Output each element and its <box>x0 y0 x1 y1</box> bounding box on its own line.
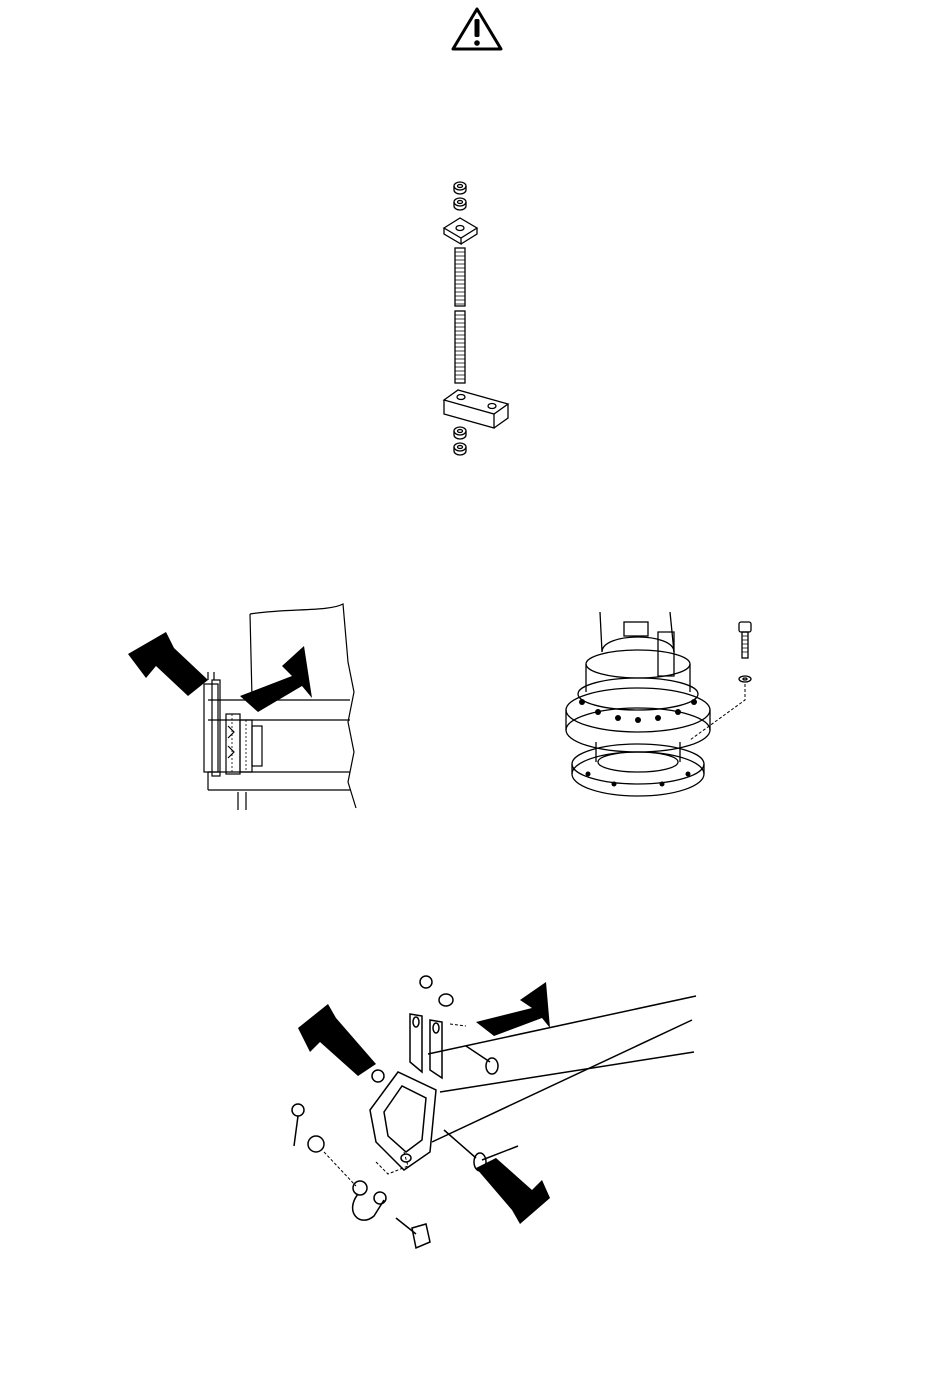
gear-motor-icon <box>562 612 772 802</box>
boom-pin-bracket-figure <box>280 962 700 1250</box>
bearing-section-icon <box>128 602 368 812</box>
bearing-cross-section-figure <box>128 602 368 812</box>
pointer-arrow-bottom-right <box>476 1158 550 1224</box>
slewing-gear-motor-figure <box>562 612 772 802</box>
warning-icon-wrap <box>450 6 504 52</box>
pointer-arrow-top-right <box>476 982 550 1036</box>
warning-triangle-icon <box>450 6 504 52</box>
threaded-rod-assembly-figure <box>430 178 530 463</box>
pointer-arrow-left <box>128 632 208 696</box>
threaded-rod-assembly-icon <box>430 178 530 463</box>
pointer-arrow-left <box>298 1004 376 1076</box>
boom-bracket-icon <box>280 962 700 1250</box>
